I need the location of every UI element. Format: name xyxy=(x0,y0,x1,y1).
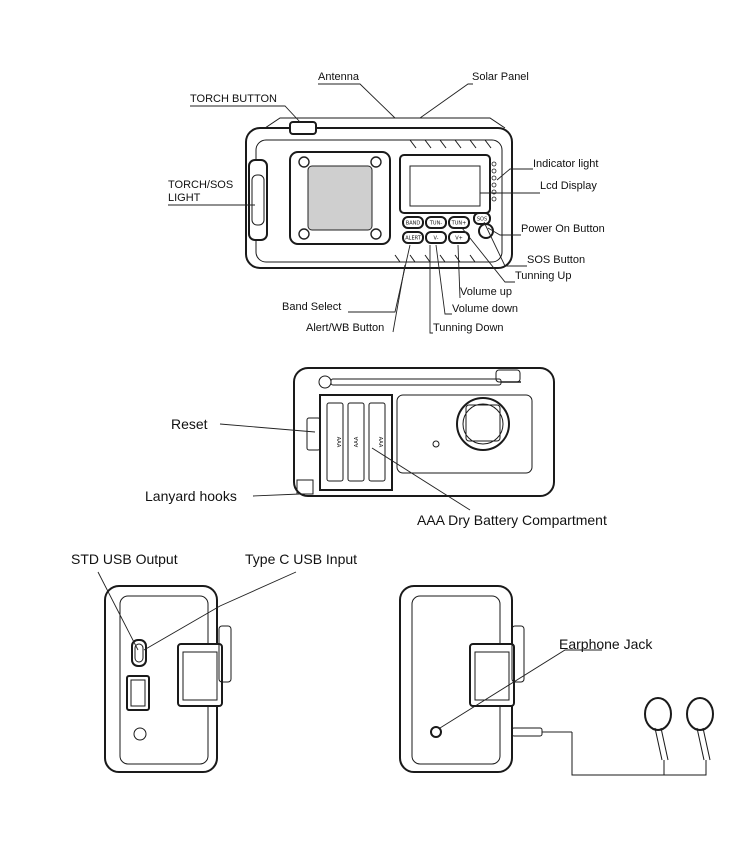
earbud-left xyxy=(644,697,672,761)
aux-port xyxy=(133,727,147,741)
svg-text:SOS: SOS xyxy=(477,217,487,223)
vol-down-button: V- xyxy=(425,231,447,244)
band-button: BAND xyxy=(402,216,424,229)
left-side-view: STD USB Output Type C USB Input xyxy=(71,551,357,773)
std-usb-output-label: STD USB Output xyxy=(71,551,178,567)
tun-up-button: TUN+ xyxy=(448,216,470,229)
lanyard-hooks xyxy=(296,479,314,495)
indicator-light-label: Indicator light xyxy=(533,158,598,170)
indicator-lights xyxy=(491,161,497,202)
reset-slot xyxy=(306,417,321,451)
svg-text:V+: V+ xyxy=(455,236,463,242)
earphone-plug xyxy=(511,727,543,737)
battery-1 xyxy=(326,402,344,482)
hand-crank xyxy=(456,397,510,451)
battery-2 xyxy=(347,402,365,482)
svg-text:TUN-: TUN- xyxy=(429,221,442,227)
torch-button xyxy=(289,121,317,135)
back-view: AAA AAA AAA Reset Lanyard hooks AAA Dry … xyxy=(145,367,607,528)
volume-down-label: Volume down xyxy=(452,303,518,315)
sos-button: SOS xyxy=(473,212,491,225)
svg-text:BAND: BAND xyxy=(406,221,421,227)
front-view: BAND TUN- TUN+ ALERT V- V+ SOS xyxy=(168,71,605,334)
torch-button-label: TORCH BUTTON xyxy=(190,93,277,105)
earphone-jack xyxy=(430,726,442,738)
svg-text:AAA: AAA xyxy=(354,436,360,447)
tunning-down-label: Tunning Down xyxy=(433,322,504,334)
reset-label: Reset xyxy=(171,416,208,432)
std-usb-port xyxy=(126,675,150,711)
solar-panel xyxy=(264,117,506,129)
crank-handle-right xyxy=(469,643,515,707)
battery-3 xyxy=(368,402,386,482)
alert-button: ALERT xyxy=(402,231,424,244)
speaker-grille xyxy=(307,165,373,231)
battery-compartment-label: AAA Dry Battery Compartment xyxy=(417,512,607,528)
band-select-label: Band Select xyxy=(282,301,341,313)
crank-handle-side xyxy=(177,643,223,707)
alert-wb-button-label: Alert/WB Button xyxy=(306,322,384,334)
tunning-up-label: Tunning Up xyxy=(515,270,571,282)
power-on-button-label: Power On Button xyxy=(521,223,605,235)
svg-text:ALERT: ALERT xyxy=(405,236,421,242)
torch-sos-light-label-2: LIGHT xyxy=(168,192,201,204)
sos-button-label: SOS Button xyxy=(527,254,585,266)
earphone-jack-label: Earphone Jack xyxy=(559,636,653,652)
svg-text:AAA: AAA xyxy=(335,437,341,448)
svg-text:TUN+: TUN+ xyxy=(451,221,467,227)
torch-sos-light-label: TORCH/SOS xyxy=(168,179,233,191)
tun-down-button: TUN- xyxy=(425,216,447,229)
svg-text:V-: V- xyxy=(434,236,439,242)
lcd-display xyxy=(409,165,481,207)
solar-panel-label: Solar Panel xyxy=(472,71,529,83)
earbud-right xyxy=(686,697,714,761)
type-c-usb-input-label: Type C USB Input xyxy=(245,551,357,567)
lcd-display-label: Lcd Display xyxy=(540,180,597,192)
svg-text:AAA: AAA xyxy=(377,437,383,448)
lanyard-hooks-label: Lanyard hooks xyxy=(145,488,237,504)
right-side-view: Earphone Jack xyxy=(399,585,714,776)
antenna-label: Antenna xyxy=(318,71,360,83)
volume-up-label: Volume up xyxy=(460,286,512,298)
torch-sos-light xyxy=(248,159,268,241)
